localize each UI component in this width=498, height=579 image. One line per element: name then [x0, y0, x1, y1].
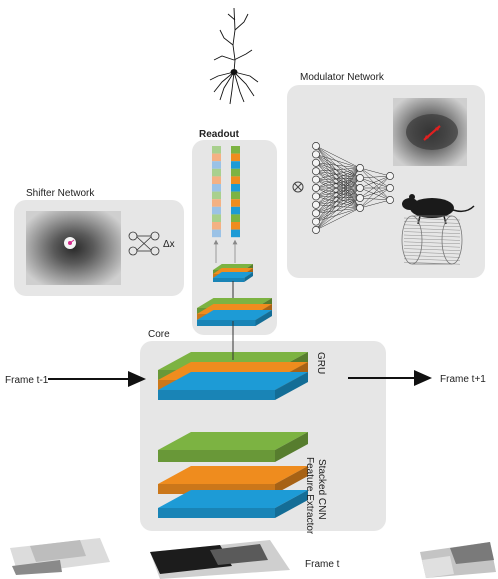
vector-cell [231, 184, 240, 192]
delta-x-label: Δx [163, 239, 175, 250]
frame-image-prev [10, 538, 110, 575]
layer-slab [158, 372, 308, 400]
vector-cell [212, 222, 221, 230]
arrow-right-icon [48, 371, 146, 387]
vector-cell [231, 199, 240, 207]
layer-slab [158, 490, 308, 518]
vector-cell [212, 176, 221, 184]
readout-feature-block [197, 298, 272, 326]
multiply-icon [292, 181, 304, 193]
layer-slab [213, 272, 253, 282]
frame-image-next [420, 542, 496, 578]
eye-icon [26, 211, 121, 285]
shifter-network-icon [128, 231, 160, 256]
vector-cell [212, 214, 221, 222]
frame-image-t [150, 540, 290, 579]
frame-prev-label: Frame t-1 [5, 375, 49, 386]
treadmill-icon [401, 215, 463, 265]
vector-cell [212, 161, 221, 169]
vector-cell [212, 184, 221, 192]
vector-cell [231, 214, 240, 222]
vector-cell [231, 206, 240, 215]
gru-block [158, 352, 308, 400]
vector-cell [231, 176, 240, 184]
readout-vectors [212, 146, 240, 238]
readout-label: Readout [199, 129, 240, 140]
vector-cell [231, 229, 240, 238]
vector-cell [231, 146, 240, 154]
vector-cell [231, 222, 240, 230]
vector-cell [212, 229, 221, 238]
vector-cell [212, 153, 221, 162]
layer-slab [158, 432, 308, 462]
cnn-label-line1: Stacked CNN [316, 459, 327, 520]
vector-cell [212, 199, 221, 207]
vector-cell [212, 206, 221, 215]
shifter-label: Shifter Network [26, 188, 95, 199]
network-icon [312, 142, 394, 234]
gru-label: GRU [315, 352, 326, 374]
frame-t-label: Frame t [305, 559, 340, 570]
vector-cell [212, 146, 221, 154]
frame-next-label: Frame t+1 [440, 374, 486, 385]
modulator-label: Modulator Network [300, 72, 385, 83]
vector-cell [231, 153, 240, 162]
cnn-block [158, 432, 308, 518]
readout-small-block [213, 264, 253, 282]
vector-cell [231, 161, 240, 169]
arrow-right-icon [348, 370, 432, 386]
layer-slab [197, 310, 272, 326]
mouse-icon [402, 194, 475, 225]
neuron-icon [209, 7, 259, 105]
vector-cell [212, 191, 221, 200]
vector-cell [212, 168, 221, 177]
vector-cell [231, 168, 240, 177]
core-label: Core [148, 329, 170, 340]
vector-cell [231, 191, 240, 200]
cnn-label-line2: Feature Extractor [304, 457, 315, 535]
eye-icon [393, 98, 467, 166]
